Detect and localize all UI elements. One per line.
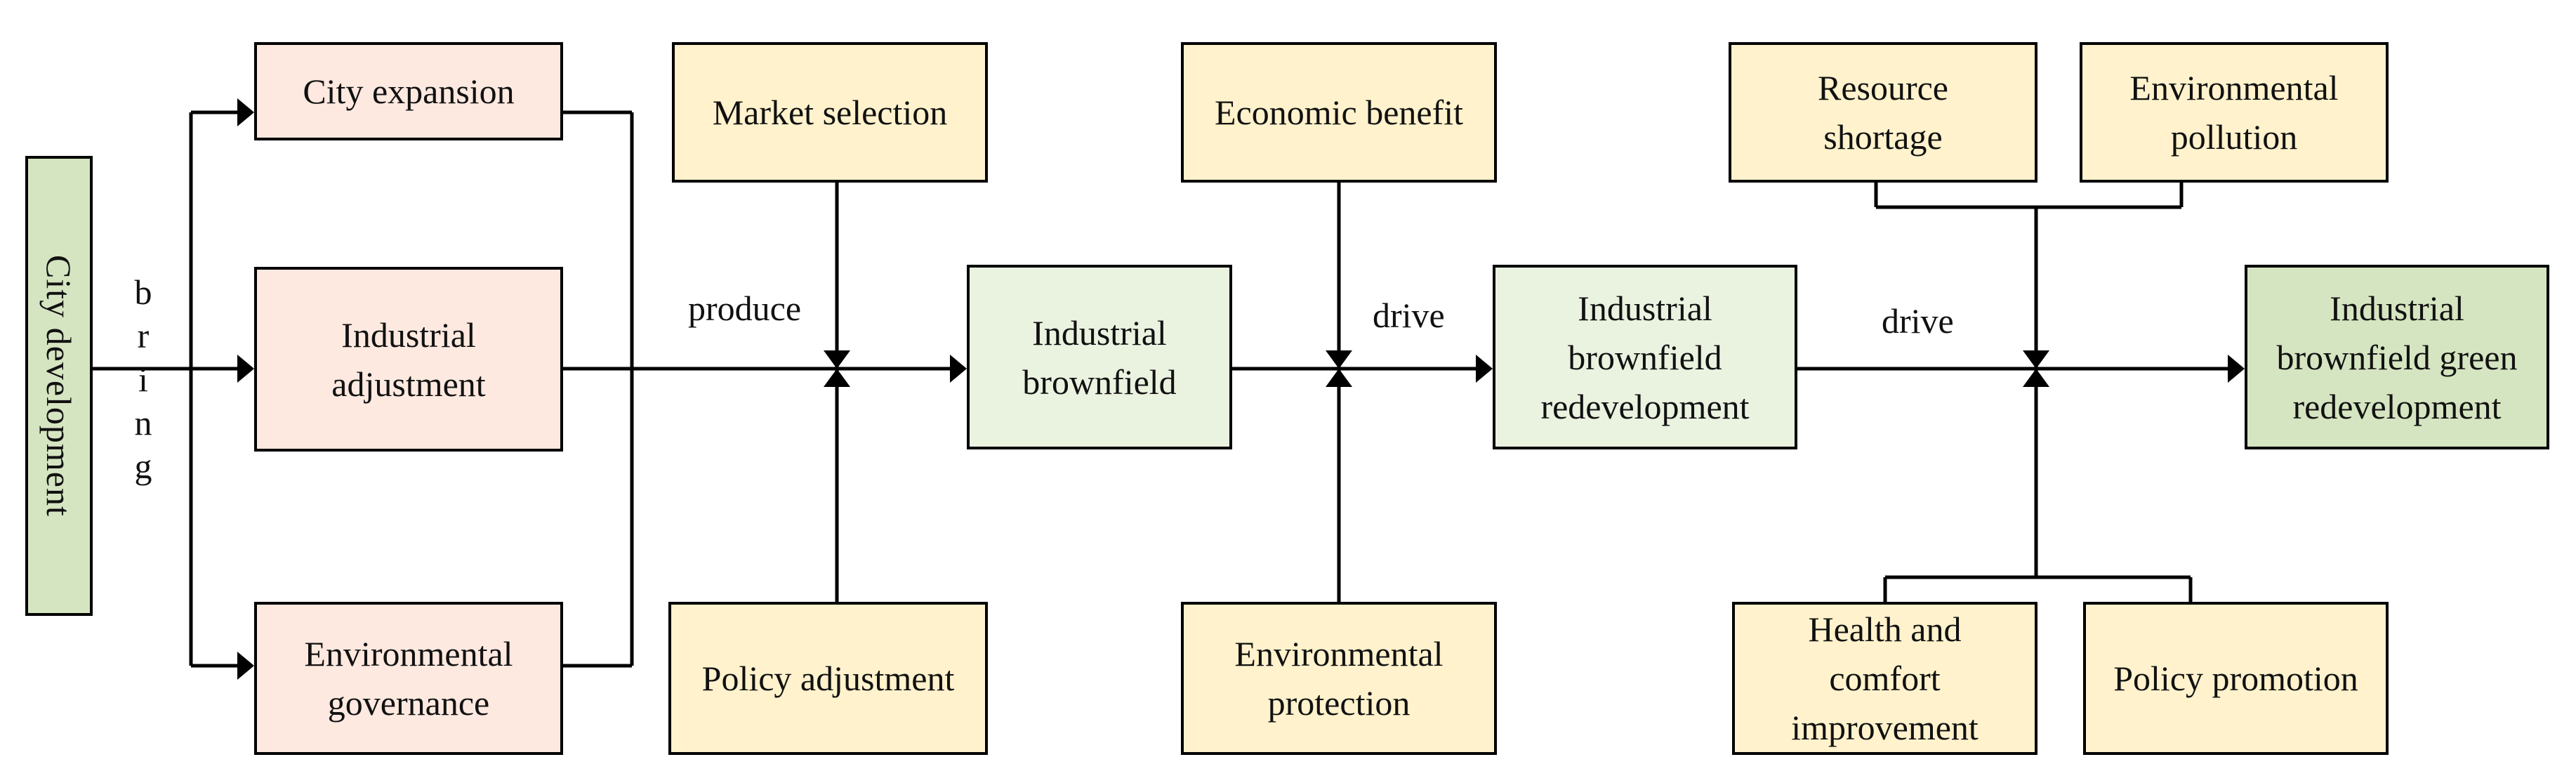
arrowhead [2228,355,2245,383]
node-industrial-brownfield: Industrial brownfield [967,265,1232,449]
junction-arrow-up [1326,369,1352,387]
node-environmental-governance: Environmental governance [254,602,563,755]
edge-label-drive-2: drive [1882,301,1954,341]
arrowhead [950,355,967,383]
node-resource-shortage: Resource shortage [1729,42,2037,183]
node-city-development: City development [25,156,93,616]
node-economic-benefit: Economic benefit [1181,42,1497,183]
arrowhead [237,98,254,126]
node-environmental-protection: Environmental protection [1181,602,1497,755]
arrowhead [237,355,254,383]
node-industrial-adjustment: Industrial adjustment [254,267,563,452]
bring-letter: i [138,360,148,399]
junction-arrow-down [1326,350,1352,369]
node-market-selection: Market selection [672,42,988,183]
bring-letter: r [137,316,150,355]
edge-label-drive-1: drive [1373,296,1445,335]
node-policy-promotion: Policy promotion [2083,602,2389,755]
bring-letter: n [134,403,152,442]
node-policy-adjustment: Policy adjustment [668,602,988,755]
edge-label-produce: produce [688,289,802,328]
junction-arrow-up [2023,369,2049,387]
edge-label-bring: b r i n g [129,270,157,488]
junction-arrow-up [824,369,850,387]
node-environmental-pollution: Environmental pollution [2080,42,2389,183]
node-city-expansion: City expansion [254,42,563,140]
junction-arrow-down [2023,350,2049,369]
node-industrial-brownfield-redevelopment: Industrial brownfield redevelopment [1493,265,1797,449]
bring-letter: g [134,447,152,486]
junction-arrow-down [824,350,850,369]
node-health-comfort-improvement: Health and comfort improvement [1732,602,2037,755]
arrowhead [237,652,254,680]
node-industrial-brownfield-green-redevelopment: Industrial brownfield green redevelopmen… [2245,265,2549,449]
arrowhead [1476,355,1493,383]
bring-letter: b [134,272,152,312]
